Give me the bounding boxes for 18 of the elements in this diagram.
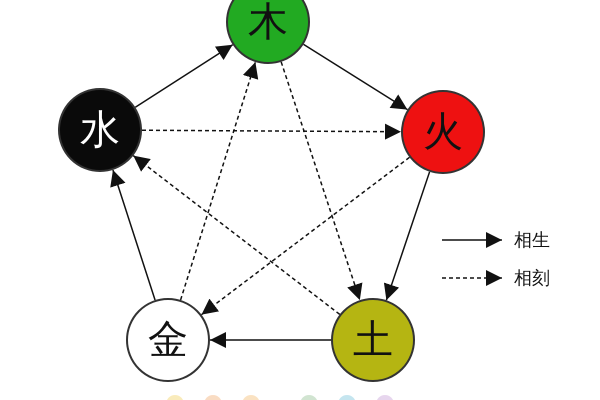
arrow [180, 62, 258, 300]
legend-label: 相生 [514, 229, 550, 252]
element-label: 火 [423, 112, 463, 152]
arrow [142, 124, 401, 140]
arrow [280, 62, 362, 300]
arrow [303, 44, 408, 110]
arrow [210, 332, 331, 348]
arrow [132, 155, 340, 315]
legend-label: 相刻 [514, 267, 550, 290]
element-circle [226, 0, 310, 64]
arrow [134, 44, 234, 108]
arrow [201, 156, 410, 316]
element-label: 木 [248, 2, 288, 42]
element-label: 水 [80, 110, 120, 150]
element-label: 土 [353, 320, 393, 360]
arrow [110, 170, 156, 300]
element-label: 金 [148, 320, 188, 360]
arrow [384, 172, 430, 300]
